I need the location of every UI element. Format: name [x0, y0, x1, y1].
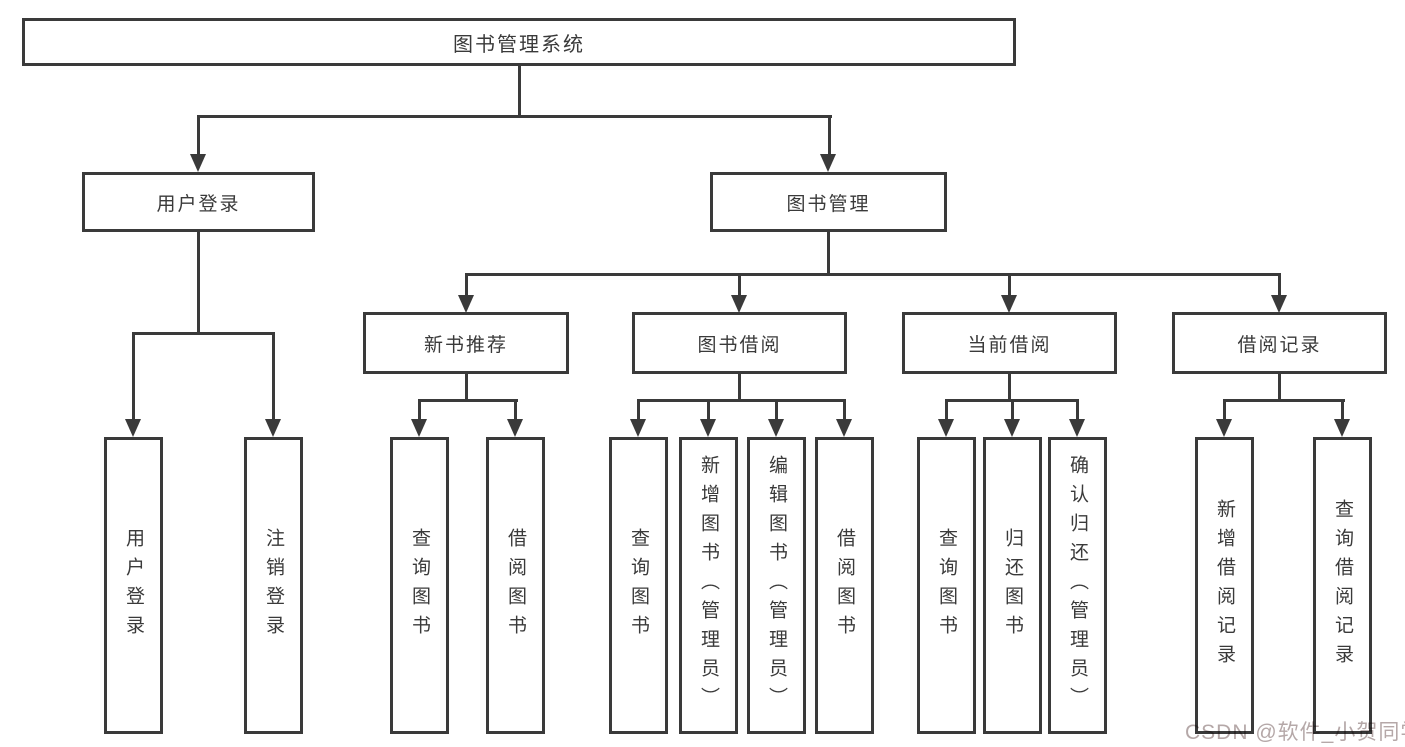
- leaf-borrow-books-1: 借阅图书: [486, 437, 545, 734]
- node-root-book-management-system: 图书管理系统: [22, 18, 1016, 66]
- connector-segment: [514, 399, 517, 421]
- connector-segment: [707, 399, 710, 421]
- leaf-query-books-2: 查询图书: [609, 437, 668, 734]
- arrowhead: [700, 419, 716, 437]
- node-label: 编辑图书（管理员）: [766, 455, 787, 716]
- node-label: 新增借阅记录: [1214, 498, 1235, 673]
- arrowhead: [1334, 419, 1350, 437]
- csdn-watermark: CSDN @软件_小贺同学: [1185, 721, 1405, 744]
- node-label: 查询图书: [936, 527, 957, 644]
- connector-segment: [197, 232, 200, 335]
- connector-segment: [1076, 399, 1079, 421]
- leaf-query-books-3: 查询图书: [917, 437, 976, 734]
- connector-segment: [738, 273, 741, 297]
- node-label: 新增图书（管理员）: [698, 455, 719, 716]
- connector-segment: [518, 66, 521, 118]
- connector-segment: [945, 399, 948, 421]
- connector-segment: [197, 115, 832, 118]
- arrowhead: [1001, 295, 1017, 313]
- arrowhead: [768, 419, 784, 437]
- connector-segment: [828, 115, 831, 156]
- arrowhead: [1271, 295, 1287, 313]
- leaf-borrow-books-2: 借阅图书: [815, 437, 874, 734]
- connector-segment: [197, 115, 200, 156]
- leaf-query-borrow-record: 查询借阅记录: [1313, 437, 1372, 734]
- node-book-borrow: 图书借阅: [632, 312, 847, 374]
- node-label: 借阅图书: [505, 527, 526, 644]
- arrowhead: [630, 419, 646, 437]
- node-label: 新书推荐: [423, 334, 508, 356]
- arrowhead: [125, 419, 141, 437]
- node-current-borrow: 当前借阅: [902, 312, 1117, 374]
- node-label: 当前借阅: [967, 334, 1052, 356]
- connector-segment: [132, 332, 135, 420]
- connector-segment: [272, 332, 275, 420]
- leaf-query-books-1: 查询图书: [390, 437, 449, 734]
- leaf-add-borrow-record: 新增借阅记录: [1195, 437, 1254, 734]
- arrowhead: [1216, 419, 1232, 437]
- connector-segment: [637, 399, 640, 421]
- connector-segment: [1011, 399, 1014, 421]
- connector-segment: [1223, 399, 1345, 402]
- connector-segment: [1278, 273, 1281, 297]
- arrowhead: [1004, 419, 1020, 437]
- leaf-confirm-return-admin: 确认归还（管理员）: [1048, 437, 1107, 734]
- arrowhead: [836, 419, 852, 437]
- node-label: 注销登录: [263, 527, 284, 644]
- node-label: 查询借阅记录: [1332, 498, 1353, 673]
- node-label: 查询图书: [409, 527, 430, 644]
- connector-segment: [827, 232, 830, 276]
- connector-segment: [775, 399, 778, 421]
- node-label: 图书管理: [786, 193, 871, 215]
- leaf-user-login: 用户登录: [104, 437, 163, 734]
- connector-segment: [738, 373, 741, 402]
- leaf-edit-books-admin: 编辑图书（管理员）: [747, 437, 806, 734]
- leaf-return-books: 归还图书: [983, 437, 1042, 734]
- node-user-login: 用户登录: [82, 172, 315, 232]
- arrowhead: [1069, 419, 1085, 437]
- leaf-logout: 注销登录: [244, 437, 303, 734]
- node-label: 用户登录: [156, 193, 241, 215]
- node-label: 借阅图书: [834, 527, 855, 644]
- arrowhead: [820, 154, 836, 172]
- arrowhead: [265, 419, 281, 437]
- connector-segment: [843, 399, 846, 421]
- node-label: 确认归还（管理员）: [1067, 455, 1088, 716]
- node-new-book-recommend: 新书推荐: [363, 312, 569, 374]
- connector-segment: [637, 399, 846, 402]
- node-borrow-records: 借阅记录: [1172, 312, 1387, 374]
- node-label: 图书借阅: [697, 334, 782, 356]
- arrowhead: [411, 419, 427, 437]
- node-label: 用户登录: [123, 527, 144, 644]
- arrowhead: [458, 295, 474, 313]
- arrowhead: [938, 419, 954, 437]
- connector-segment: [1341, 399, 1344, 421]
- connector-segment: [132, 332, 275, 335]
- arrowhead: [190, 154, 206, 172]
- arrowhead: [507, 419, 523, 437]
- connector-segment: [1008, 273, 1011, 297]
- node-label: 图书管理系统: [453, 33, 585, 56]
- node-label: 归还图书: [1002, 527, 1023, 644]
- connector-segment: [418, 399, 421, 421]
- connector-segment: [465, 273, 1281, 276]
- node-label: 借阅记录: [1237, 334, 1322, 356]
- leaf-add-books-admin: 新增图书（管理员）: [679, 437, 738, 734]
- connector-segment: [1223, 399, 1226, 421]
- connector-segment: [1008, 373, 1011, 402]
- connector-segment: [465, 373, 468, 402]
- connector-segment: [418, 399, 518, 402]
- node-book-management: 图书管理: [710, 172, 947, 232]
- node-label: 查询图书: [628, 527, 649, 644]
- connector-segment: [1278, 373, 1281, 402]
- arrowhead: [731, 295, 747, 313]
- connector-segment: [465, 273, 468, 297]
